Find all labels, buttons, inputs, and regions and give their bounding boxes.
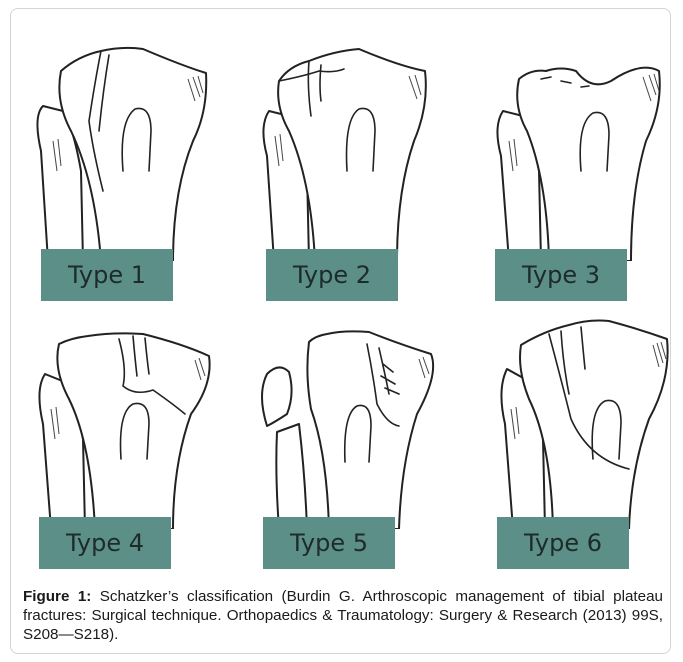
type-4-label: Type 4 (39, 517, 171, 569)
tibial-plateau-type-5-drawing (249, 314, 459, 529)
figure-drawings: Type 1 Type 2 Type 3 Type 4 Type 5 Type … (11, 9, 671, 589)
caption-label: Figure 1: (23, 588, 91, 605)
type-5-label: Type 5 (263, 517, 395, 569)
type-3-label: Type 3 (495, 249, 627, 301)
figure-frame: Type 1 Type 2 Type 3 Type 4 Type 5 Type … (10, 8, 671, 654)
type-6-label: Type 6 (497, 517, 629, 569)
tibial-plateau-type-2-drawing (249, 31, 439, 261)
tibial-plateau-type-6-drawing (489, 309, 671, 529)
tibial-plateau-type-3-drawing (481, 31, 671, 261)
tibial-plateau-type-1-drawing (23, 31, 213, 261)
tibial-plateau-type-4-drawing (23, 314, 223, 529)
figure-caption: Figure 1: Schatzker’s classification (Bu… (23, 587, 663, 644)
caption-text: Schatzker’s classification (Burdin G. Ar… (23, 588, 663, 643)
type-1-label: Type 1 (41, 249, 173, 301)
type-2-label: Type 2 (266, 249, 398, 301)
